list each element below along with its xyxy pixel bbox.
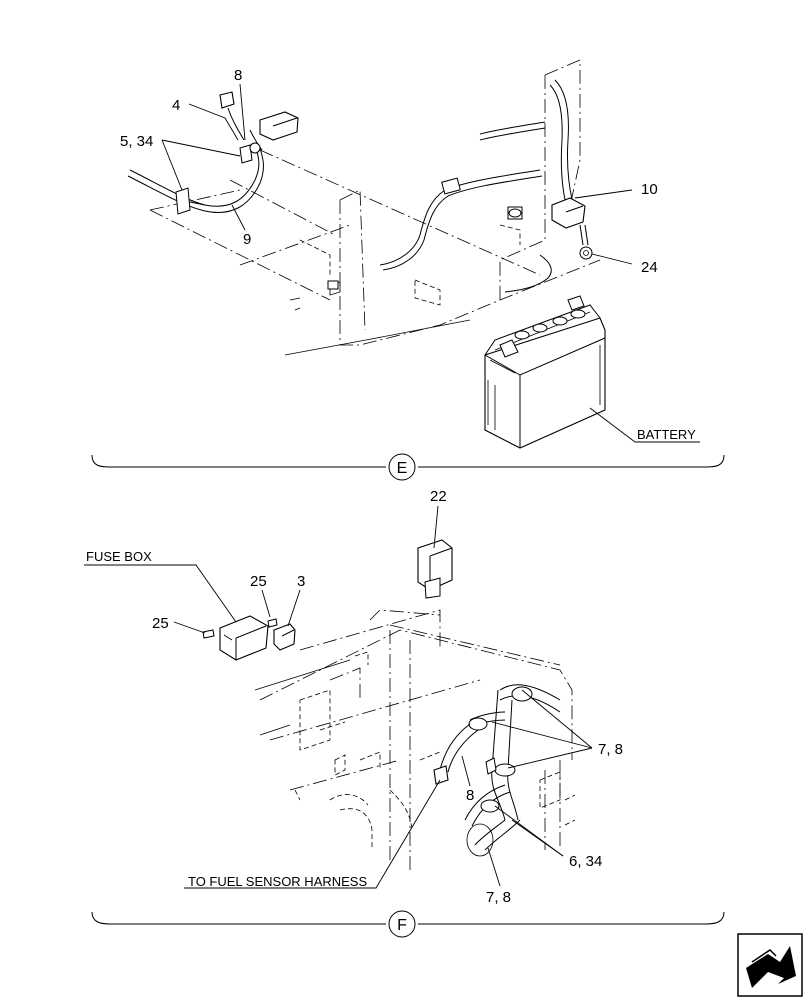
- section-e-label: E: [397, 460, 408, 477]
- callout-fuse-box: FUSE BOX: [86, 549, 152, 564]
- callout-f-25-left: 25: [152, 615, 169, 632]
- next-page-arrow-icon[interactable]: [737, 933, 803, 997]
- callout-e-4: 4: [172, 97, 180, 114]
- section-e-drawing: [127, 59, 606, 449]
- section-f-brace: F: [91, 910, 725, 938]
- callout-e-8: 8: [234, 67, 242, 84]
- callout-f-8: 8: [466, 787, 474, 804]
- section-f-drawing: [202, 539, 576, 870]
- callout-f-25-upper: 25: [250, 573, 267, 590]
- callout-f-3: 3: [297, 573, 305, 590]
- callout-e-10: 10: [641, 181, 658, 198]
- section-e-callouts: 8 4 5, 34 9 10 24 BATTERY: [120, 67, 696, 442]
- callout-e-24: 24: [641, 259, 658, 276]
- section-f-callouts: 22 FUSE BOX 25 3 25 7, 8 8 6, 34 7, 8 TO…: [86, 488, 623, 906]
- section-f-label: F: [397, 917, 407, 934]
- section-e-leaders: [161, 83, 700, 443]
- section-f-marker: [388, 910, 416, 938]
- callout-e-5-34: 5, 34: [120, 133, 153, 150]
- callout-f-22: 22: [430, 488, 447, 505]
- callout-battery: BATTERY: [637, 427, 696, 442]
- callout-f-7-8-right: 7, 8: [598, 741, 623, 758]
- callout-f-7-8-bottom: 7, 8: [486, 889, 511, 906]
- section-f-leaders: [84, 505, 593, 889]
- callout-e-9: 9: [243, 231, 251, 248]
- callout-fuel-sensor: TO FUEL SENSOR HARNESS: [188, 874, 367, 889]
- section-e-brace: E: [91, 453, 725, 481]
- callout-f-6-34: 6, 34: [569, 853, 602, 870]
- section-e-marker: [388, 453, 416, 481]
